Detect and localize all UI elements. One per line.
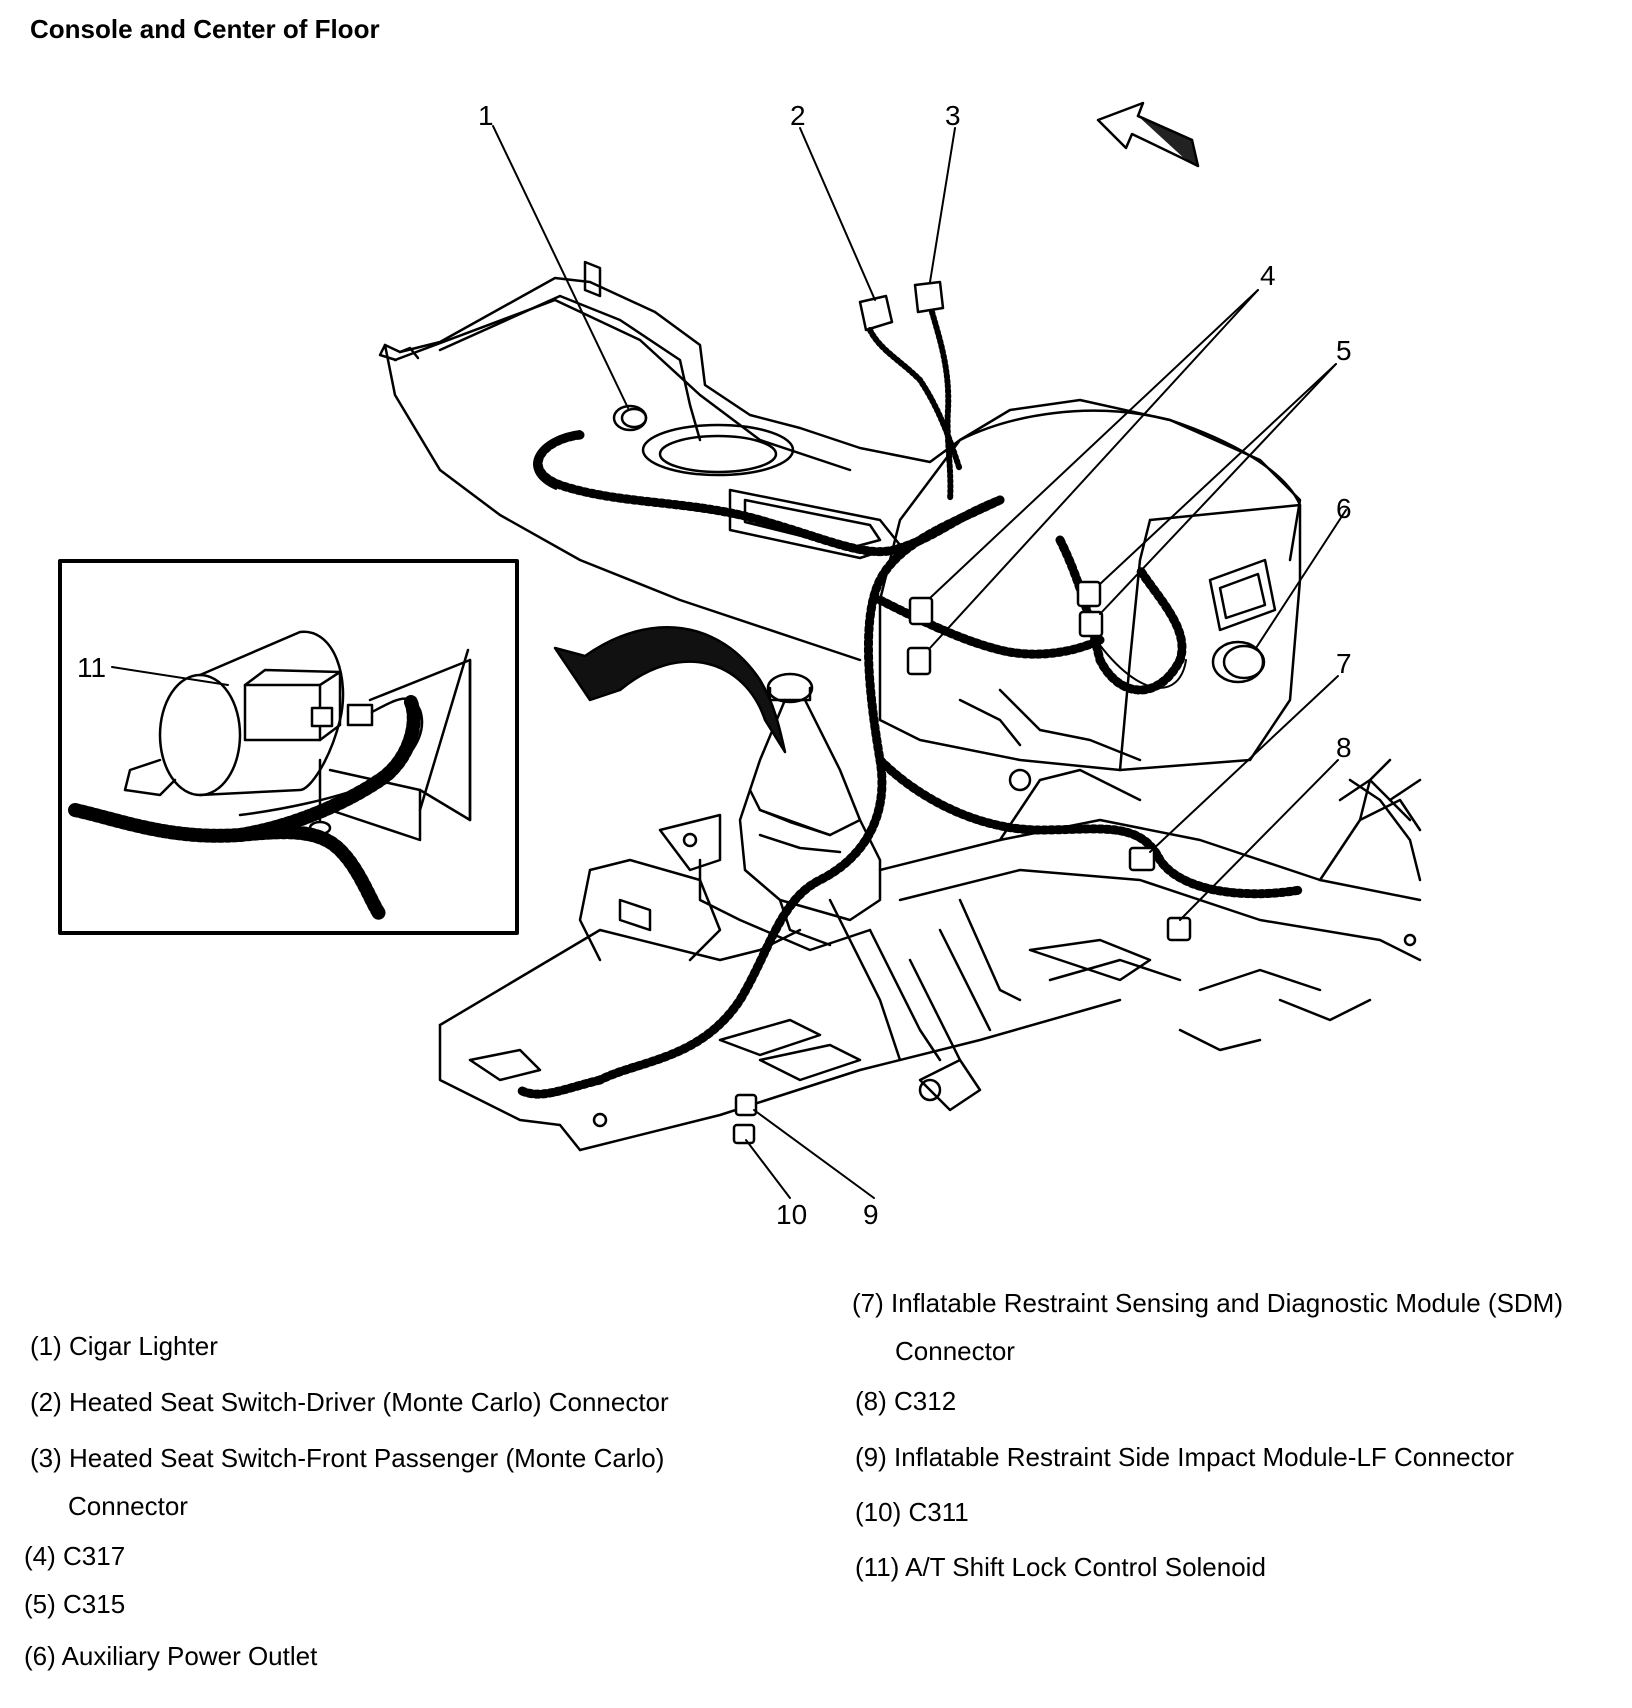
inset-detail-box [58,559,519,935]
connectors [732,280,1192,1145]
callout-7: 7 [1336,648,1352,679]
wiring-harness [515,430,1305,1099]
legend-item-6: (6) Auxiliary Power Outlet [24,1641,318,1671]
callout-1: 1 [478,100,494,131]
legend-item-1: (1) Cigar Lighter [30,1331,218,1361]
callout-9: 9 [863,1199,879,1230]
shifter-assembly [658,672,882,952]
legend-item-8: (8) C312 [855,1386,957,1416]
callout-11: 11 [77,652,106,683]
center-console [378,260,1302,772]
legend-item-7-continued: Connector [895,1336,1015,1366]
legend-item-4: (4) C317 [24,1541,126,1571]
callout-2: 2 [790,100,806,131]
side-panel [1338,778,1422,882]
legend-item-9: (9) Inflatable Restraint Side Impact Mod… [855,1442,1514,1472]
legend-item-2: (2) Heated Seat Switch-Driver (Monte Car… [30,1387,669,1417]
callout-4: 4 [1260,260,1276,291]
legend-item-3: (3) Heated Seat Switch-Front Passenger (… [30,1443,665,1473]
callout-10: 10 [776,1199,807,1230]
callout-8: 8 [1336,732,1352,763]
legend-item-5: (5) C315 [24,1589,126,1619]
legend-item-7: (7) Inflatable Restraint Sensing and Dia… [852,1288,1564,1318]
harness-edges [533,430,1187,689]
callout-6: 6 [1336,493,1352,524]
front-direction-arrow [1096,101,1200,168]
diagram-title: Console and Center of Floor [30,14,380,44]
legend-item-3-continued: Connector [68,1491,188,1521]
callout-leaders [111,125,1347,1199]
legend-item-10: (10) C311 [855,1497,969,1527]
callout-3: 3 [945,100,961,131]
legend-item-11: (11) A/T Shift Lock Control Solenoid [855,1552,1266,1582]
zoom-arrow [553,626,787,754]
inset-harness [68,693,421,922]
callout-5: 5 [1336,335,1352,366]
